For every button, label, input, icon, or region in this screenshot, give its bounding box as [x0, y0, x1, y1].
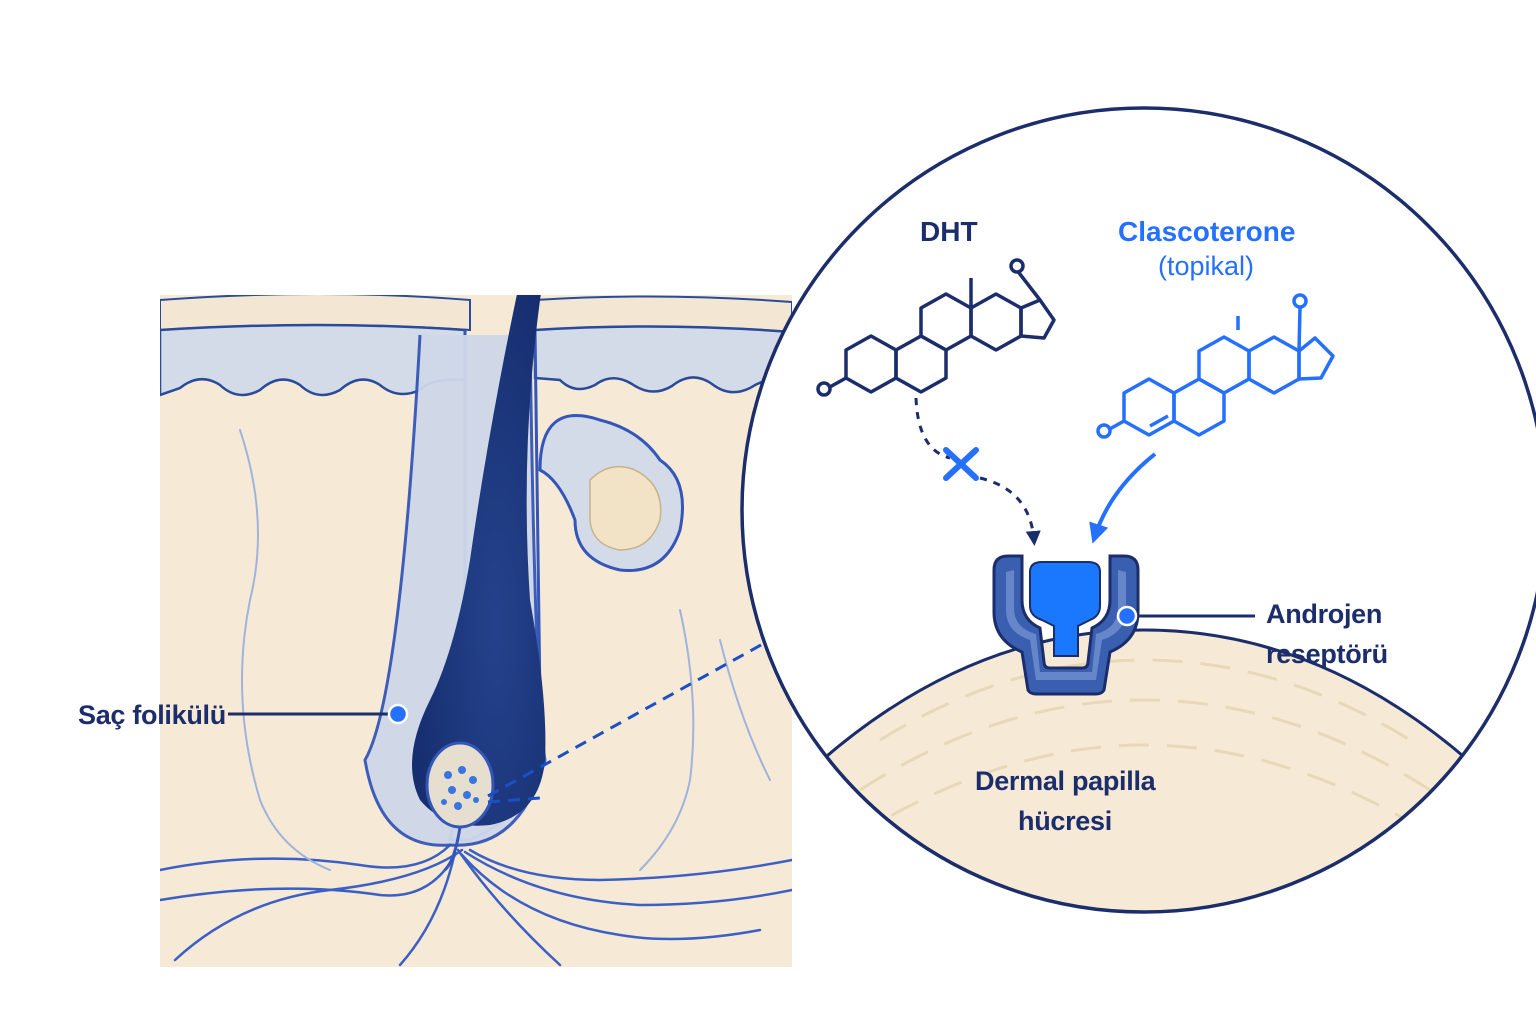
androgen-receptor	[992, 554, 1140, 696]
hair-shaft	[412, 295, 546, 826]
follicle-pointer-dot	[387, 703, 409, 725]
epidermis-layer	[160, 323, 467, 397]
papilla-label-line2: hücresi	[1018, 806, 1112, 836]
dht-blocked-path	[914, 397, 1041, 546]
nerve-network	[160, 429, 792, 967]
x-mark-icon	[943, 447, 979, 481]
dht-molecule-icon	[816, 258, 1056, 397]
clascoterone-note-label: (topikal)	[1158, 251, 1254, 281]
receptor-callout: Androjen reseptörü	[1116, 599, 1388, 669]
dht-label: DHT	[920, 216, 978, 247]
follicle-label: Saç folikülü	[78, 700, 226, 730]
zoom-circle-border	[740, 106, 1536, 914]
clascoterone-binding-arrow	[1089, 452, 1157, 544]
papilla-label-line1: Dermal papilla	[975, 766, 1157, 796]
receptor-pointer-dot	[1116, 605, 1138, 627]
clascoterone-label: Clascoterone	[1118, 216, 1295, 247]
bound-ligand	[1029, 561, 1101, 657]
receptor-label-line2: reseptörü	[1266, 639, 1388, 669]
clascoterone-molecule-icon	[1096, 293, 1335, 439]
receptor-label-line1: Androjen	[1266, 599, 1382, 629]
dermal-papilla	[425, 741, 495, 872]
follicle-callout: Saç folikülü	[78, 700, 409, 730]
zoom-connector	[487, 638, 771, 804]
skin-cross-section	[160, 295, 792, 967]
